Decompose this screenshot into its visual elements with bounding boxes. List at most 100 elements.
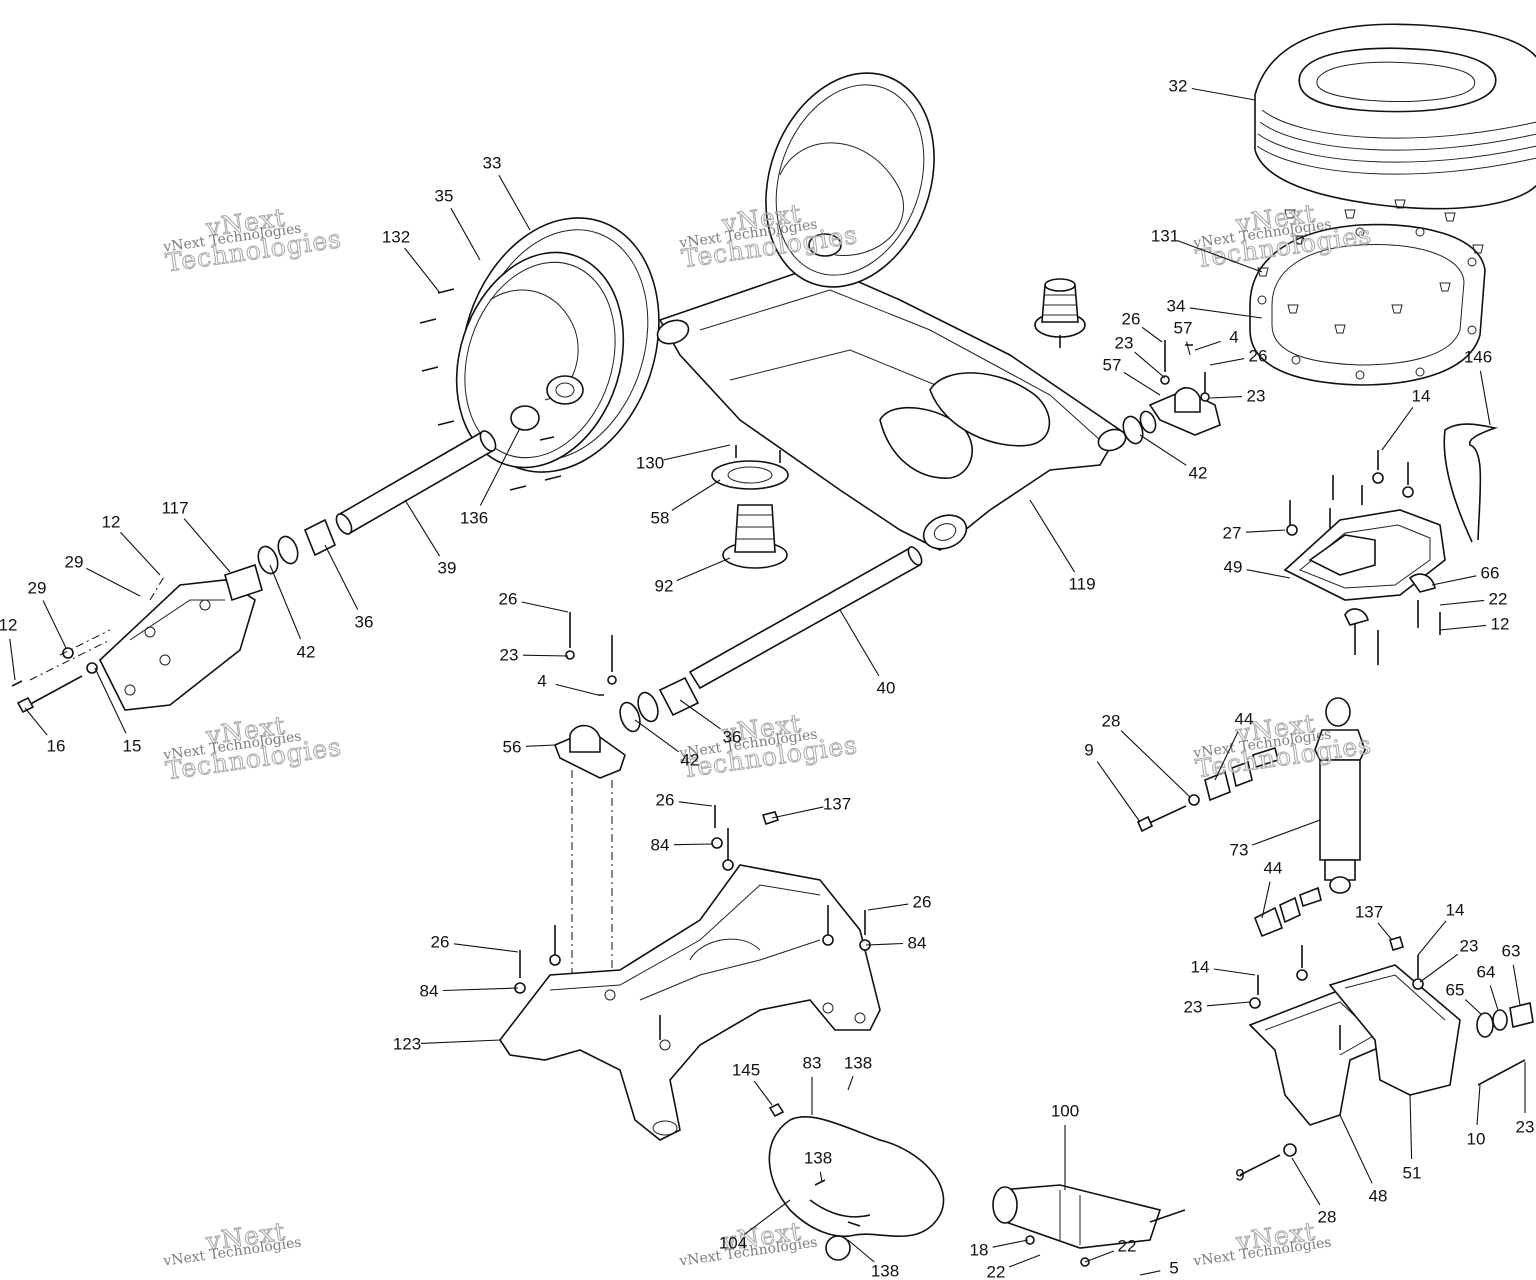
callout-26: 26 (498, 589, 518, 609)
part-49-plate (1283, 509, 1446, 601)
part-44-bushings-lower (1253, 886, 1322, 938)
part-92-spring (722, 504, 788, 569)
part-14-bolts-upper (1286, 450, 1414, 536)
callout-44: 44 (1263, 858, 1283, 878)
callout-18: 18 (969, 1240, 989, 1260)
callout-14: 14 (1190, 957, 1210, 977)
callout-137: 137 (822, 794, 852, 814)
callout-145: 145 (731, 1060, 761, 1080)
callout-56: 56 (502, 737, 522, 757)
callout-40: 40 (876, 678, 896, 698)
callout-26: 26 (1121, 309, 1141, 329)
callout-36: 36 (722, 727, 742, 747)
part-145-clip (768, 1102, 785, 1118)
part-63-64-65-right (1476, 1002, 1534, 1086)
callout-12: 12 (0, 615, 18, 635)
part-57-clamp (1148, 340, 1221, 436)
callout-27: 27 (1222, 523, 1242, 543)
part-42-seal-c (1122, 415, 1144, 445)
part-42-seal-a (277, 535, 299, 565)
callout-51: 51 (1402, 1163, 1422, 1183)
callout-10: 10 (1466, 1129, 1486, 1149)
callout-23: 23 (499, 645, 519, 665)
callout-58: 58 (650, 508, 670, 528)
callout-84: 84 (650, 835, 670, 855)
part-58-plate (711, 445, 789, 490)
callout-12: 12 (101, 512, 121, 532)
callout-26: 26 (655, 790, 675, 810)
callout-84: 84 (419, 981, 439, 1001)
part-56-clamp (553, 612, 626, 779)
part-100-motor (992, 1184, 1186, 1267)
part-42-seal-b (257, 545, 279, 575)
part-28-washer-upper (1188, 794, 1200, 806)
part-51-housing (1328, 964, 1461, 1096)
callout-29: 29 (64, 552, 84, 572)
callout-22: 22 (1117, 1236, 1137, 1256)
callout-26: 26 (1248, 346, 1268, 366)
callout-42: 42 (680, 750, 700, 770)
part-36-sleeve-b (658, 676, 700, 717)
callout-64: 64 (1476, 962, 1496, 982)
part-42-seal-d (1139, 410, 1157, 434)
part-spring-upper (1034, 278, 1086, 348)
part-119-main-arm (656, 264, 1127, 551)
part-12-screw-left (11, 680, 23, 687)
callout-22: 22 (1488, 589, 1508, 609)
part-16-bolt (24, 675, 83, 708)
callout-63: 63 (1501, 941, 1521, 961)
callout-23: 23 (1459, 936, 1479, 956)
callout-12: 12 (1490, 614, 1510, 634)
callout-15: 15 (122, 736, 142, 756)
callout-104: 104 (718, 1233, 748, 1253)
callout-57: 57 (1102, 355, 1122, 375)
callout-132: 132 (381, 227, 411, 247)
callout-5: 5 (1169, 1258, 1179, 1278)
callout-4: 4 (1229, 327, 1239, 347)
callout-23: 23 (1114, 333, 1134, 353)
callout-14: 14 (1445, 900, 1465, 920)
part-40-shaft (688, 546, 923, 690)
callout-26: 26 (912, 892, 932, 912)
part-32-intake-boot (1254, 23, 1536, 210)
callout-29: 29 (27, 578, 47, 598)
callout-4: 4 (537, 671, 547, 691)
callout-23: 23 (1246, 386, 1266, 406)
callout-23: 23 (1515, 1117, 1535, 1137)
part-9-bolt-lower (1239, 1143, 1297, 1176)
callout-35: 35 (434, 186, 454, 206)
callout-65: 65 (1445, 980, 1465, 1000)
callout-42: 42 (1188, 463, 1208, 483)
part-123-lower-frame (499, 864, 881, 1141)
callout-28: 28 (1317, 1207, 1337, 1227)
callout-138: 138 (803, 1148, 833, 1168)
callout-66: 66 (1480, 563, 1500, 583)
callout-33: 33 (482, 153, 502, 173)
callout-39: 39 (437, 558, 457, 578)
callout-119: 119 (1068, 574, 1096, 594)
callout-36: 36 (354, 612, 374, 632)
callout-34: 34 (1166, 296, 1186, 316)
callout-23: 23 (1183, 997, 1203, 1017)
part-33-housing-left (455, 217, 660, 473)
callout-138: 138 (870, 1261, 900, 1280)
assembly-dash-center (571, 770, 613, 1000)
part-16-bolt-head (16, 696, 35, 714)
callout-92: 92 (654, 576, 674, 596)
callout-138: 138 (843, 1053, 873, 1073)
callout-44: 44 (1234, 709, 1254, 729)
part-136-ring (510, 405, 540, 431)
part-117-bracket (99, 563, 263, 711)
part-14-bolts-lower (1249, 936, 1424, 1009)
callout-32: 32 (1168, 76, 1188, 96)
part-36-sleeve (303, 518, 337, 557)
callout-16: 16 (46, 736, 66, 756)
assembly-dash-left (29, 574, 166, 681)
callout-100: 100 (1050, 1101, 1080, 1121)
callout-146: 146 (1463, 347, 1493, 367)
part-15-washer (86, 662, 98, 674)
callout-22: 22 (986, 1262, 1006, 1280)
callout-49: 49 (1223, 557, 1243, 577)
